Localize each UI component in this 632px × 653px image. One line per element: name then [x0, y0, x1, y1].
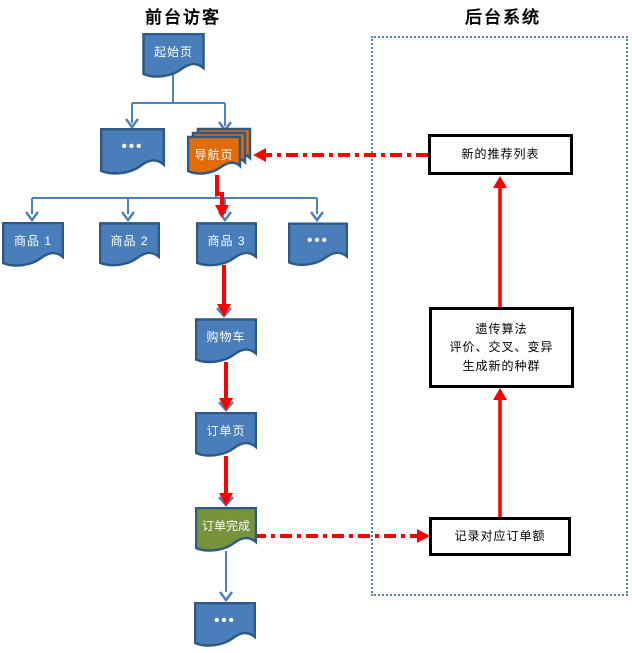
document-shape [195, 412, 257, 457]
arrowhead-to-more-products [310, 211, 324, 223]
node-label: ••• [307, 231, 329, 249]
node-more-top: ••• [100, 128, 165, 176]
document-shape [142, 33, 205, 78]
box-label: 新的推荐列表 [461, 147, 540, 162]
back-system-panel [371, 36, 628, 596]
node-label: ••• [121, 137, 144, 155]
front-visitors-title: 前台访客 [145, 8, 221, 27]
box-line-3: 生成新的种群 [462, 358, 541, 373]
arrowhead-to-product1 [25, 211, 39, 223]
node-more-bottom: ••• [194, 602, 256, 648]
red-purchase-path [215, 175, 233, 506]
box-record-order: 记录对应订单额 [429, 517, 571, 556]
document-shape [195, 507, 257, 552]
node-start-page: 起始页 [142, 33, 205, 79]
stacked-document-shape [187, 127, 252, 175]
red-arrowhead-record [417, 529, 430, 543]
node-nav-page-stack: 导航页 [187, 126, 254, 181]
document-shape [195, 318, 257, 364]
document-shape [196, 222, 257, 267]
node-label: ••• [214, 611, 236, 629]
node-label: 商品 2 [110, 233, 149, 248]
red-arrowhead-order [219, 398, 233, 411]
box-recommend-list: 新的推荐列表 [428, 134, 573, 175]
back-system-title: 后台系统 [465, 8, 541, 27]
box-genetic-algorithm: 遗传算法 评价、交叉、变异 生成新的种群 [429, 307, 574, 388]
node-order-page: 订单页 [195, 412, 257, 458]
node-label: 起始页 [153, 44, 193, 59]
red-arrowhead-done [219, 493, 233, 506]
arrowhead-to-product2 [121, 211, 135, 223]
node-label: 商品 3 [207, 233, 246, 248]
node-label: 订单完成 [201, 518, 250, 533]
node-product-2: 商品 2 [99, 222, 160, 268]
node-product-3: 商品 3 [196, 222, 257, 268]
arrowhead-to-more-top [125, 118, 139, 130]
document-shape [288, 222, 348, 267]
node-product-1: 商品 1 [2, 222, 64, 268]
node-label: 购物车 [206, 329, 246, 344]
red-arrowhead-product3 [215, 205, 229, 218]
document-shape [2, 222, 64, 267]
box-line-1: 遗传算法 [475, 321, 528, 336]
node-label: 订单页 [206, 423, 246, 438]
red-arrowhead-cart [217, 304, 231, 317]
red-arrowhead-nav [253, 148, 266, 162]
node-order-done: 订单完成 [195, 507, 257, 553]
node-more-products: ••• [288, 222, 348, 268]
red-arrowhead-recommend [493, 176, 507, 188]
node-cart: 购物车 [195, 318, 257, 365]
box-line-2: 评价、交叉、变异 [449, 340, 554, 355]
red-arrowhead-genetic [493, 388, 507, 400]
tree-start-to-children [125, 75, 232, 133]
tree-nav-to-products [25, 176, 324, 223]
red-dashdot-links [253, 148, 430, 543]
document-shape [100, 128, 165, 175]
box-label: 记录对应订单额 [454, 529, 546, 544]
document-shape [194, 602, 256, 647]
arrow-done-to-more-bottom [219, 551, 233, 603]
document-shape [99, 222, 160, 267]
node-label: 商品 1 [13, 233, 52, 248]
node-label: 导航页 [194, 147, 234, 162]
red-backend-arrows [493, 176, 507, 517]
red-arrow-nav-to-product3 [215, 175, 224, 205]
